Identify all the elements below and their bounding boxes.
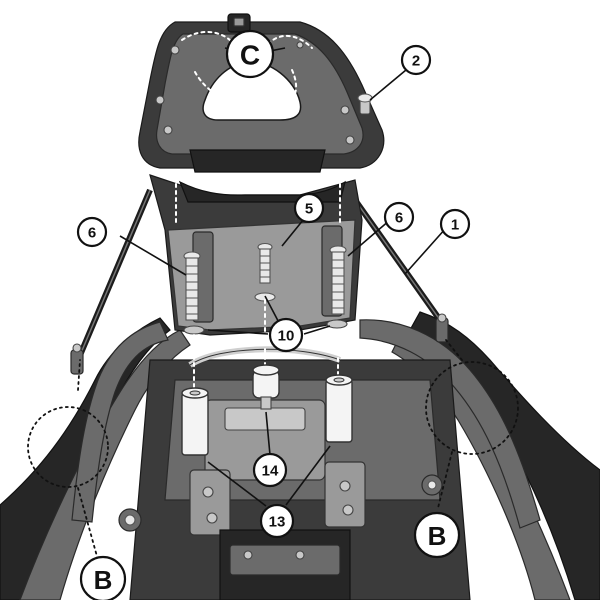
side-support-arms xyxy=(70,188,449,375)
callout-14: 14 xyxy=(252,452,288,488)
detail-link-left xyxy=(77,487,99,561)
svg-text:B: B xyxy=(428,521,447,551)
svg-text:2: 2 xyxy=(412,53,420,70)
svg-text:5: 5 xyxy=(305,201,313,218)
bolt-right xyxy=(326,245,348,329)
callout-5: 5 xyxy=(293,192,325,224)
svg-text:C: C xyxy=(240,40,260,71)
svg-text:B: B xyxy=(94,565,113,595)
motorcycle-body xyxy=(0,311,600,600)
svg-text:6: 6 xyxy=(88,225,96,242)
svg-text:1: 1 xyxy=(451,217,459,234)
svg-text:10: 10 xyxy=(278,328,295,345)
callout-b-left: B xyxy=(79,555,127,600)
callout-6-right: 6 xyxy=(383,201,415,233)
detail-link-right-top xyxy=(445,339,463,361)
svg-text:13: 13 xyxy=(269,514,286,531)
detail-circle-left xyxy=(27,406,109,488)
callout-b-right: B xyxy=(413,511,461,559)
bolt-center xyxy=(254,242,276,302)
detail-circle-right xyxy=(425,361,519,455)
callout-c: C xyxy=(225,29,275,79)
svg-text:6: 6 xyxy=(395,210,403,227)
adapter-plate xyxy=(149,169,363,336)
spacer-left xyxy=(181,387,209,456)
callout-10: 10 xyxy=(268,317,304,353)
bolt-left xyxy=(183,251,205,335)
callout-13: 13 xyxy=(259,503,295,539)
callout-1: 1 xyxy=(439,208,471,240)
knob-14 xyxy=(252,364,280,410)
detail-link-right xyxy=(437,451,453,509)
callout-6-left: 6 xyxy=(76,216,108,248)
mounting-plate xyxy=(138,13,385,173)
svg-text:14: 14 xyxy=(262,463,279,480)
spacer-right xyxy=(325,374,353,443)
callout-2: 2 xyxy=(400,44,432,76)
detail-link-left-top xyxy=(77,359,81,391)
